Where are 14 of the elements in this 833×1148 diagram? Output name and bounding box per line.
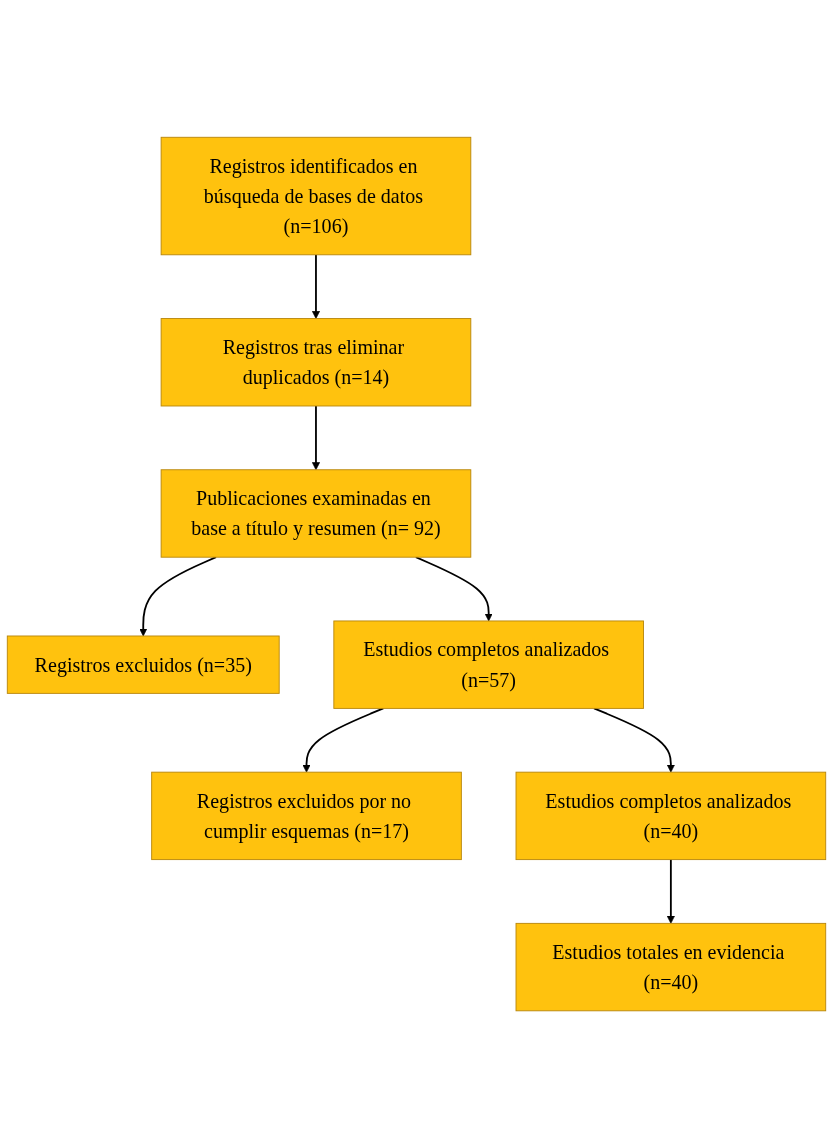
- node-box: Registros tras eliminar duplicados (n=14): [160, 318, 472, 407]
- node-box: Estudios completos analizados (n=40): [515, 771, 827, 860]
- node-box: Registros excluidos por no cumplir esquemas (n=17): [151, 771, 462, 860]
- arrow: [666, 858, 675, 924]
- arrow: [311, 405, 320, 471]
- node-box: Estudios totales en evidencia (n=40): [515, 922, 827, 1012]
- arrow: [593, 707, 675, 773]
- node-box: Registros identificados en búsqueda de bases de datos (n=106): [160, 136, 472, 256]
- node-box: Estudios completos analizados (n=57): [333, 620, 644, 709]
- node-box: Publicaciones examinadas en base a título y resumen (n= 92): [160, 469, 472, 558]
- arrow: [302, 707, 385, 773]
- arrow: [139, 556, 217, 637]
- node-box: Registros excluidos (n=35): [6, 635, 280, 694]
- arrow: [311, 253, 320, 319]
